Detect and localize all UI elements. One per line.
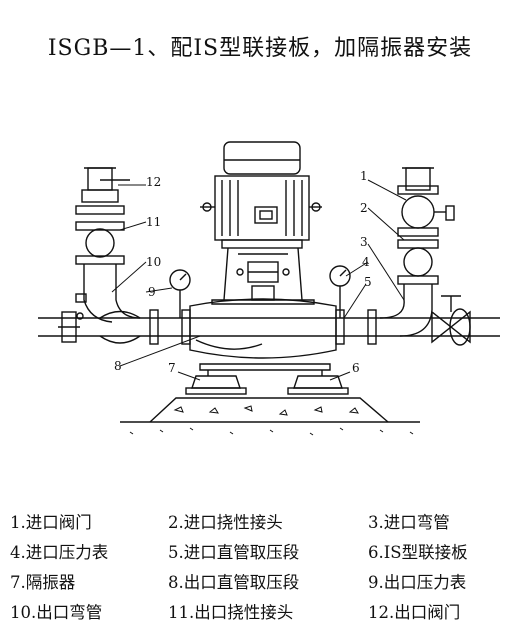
callout-2: 2 — [360, 201, 368, 215]
leader-lines — [111, 179, 407, 381]
legend-item: 5.进口直管取压段 — [168, 543, 300, 562]
diagram-title: ISGB—1、配IS型联接板，加隔振器安装 — [47, 36, 473, 61]
pressure-gauge-outlet — [169, 269, 191, 318]
right-branch — [379, 167, 455, 337]
pump-bracket — [211, 247, 315, 305]
callout-12: 12 — [146, 175, 161, 189]
legend-item: 4.进口压力表 — [10, 543, 109, 562]
legend-item: 11.出口挠性接头 — [168, 603, 294, 622]
connection-plate-and-isolators — [185, 363, 349, 395]
foundation — [120, 397, 420, 436]
callout-6: 6 — [352, 361, 360, 375]
legend-item: 12.出口阀门 — [368, 603, 461, 622]
main-pipeline — [38, 295, 500, 359]
motor — [200, 141, 322, 249]
callout-4: 4 — [362, 255, 370, 269]
callout-1: 1 — [360, 169, 368, 183]
callout-labels: 1 2 3 4 5 6 7 8 9 10 11 12 — [114, 169, 372, 375]
left-branch — [75, 167, 141, 323]
callout-8: 8 — [114, 359, 122, 373]
legend-item: 9.出口压力表 — [368, 573, 467, 592]
parts-legend: 1.进口阀门 2.进口挠性接头 3.进口弯管 4.进口压力表 5.进口直管取压段… — [10, 510, 515, 625]
legend-item: 8.出口直管取压段 — [168, 573, 300, 592]
callout-7: 7 — [168, 361, 176, 375]
pump-installation-diagram: 1 2 3 4 5 6 7 8 9 10 11 12 — [38, 141, 500, 436]
callout-9: 9 — [148, 285, 156, 299]
pressure-gauge-inlet — [329, 265, 351, 318]
legend-item: 1.进口阀门 — [10, 513, 92, 532]
legend-item: 7.隔振器 — [10, 573, 76, 592]
legend-item: 6.IS型联接板 — [368, 543, 468, 562]
legend-item: 10.出口弯管 — [10, 603, 103, 622]
callout-11: 11 — [146, 215, 161, 229]
callout-5: 5 — [364, 275, 372, 289]
callout-10: 10 — [146, 255, 161, 269]
legend-item: 2.进口挠性接头 — [168, 513, 283, 532]
callout-3: 3 — [360, 235, 368, 249]
legend-item: 3.进口弯管 — [368, 513, 450, 532]
